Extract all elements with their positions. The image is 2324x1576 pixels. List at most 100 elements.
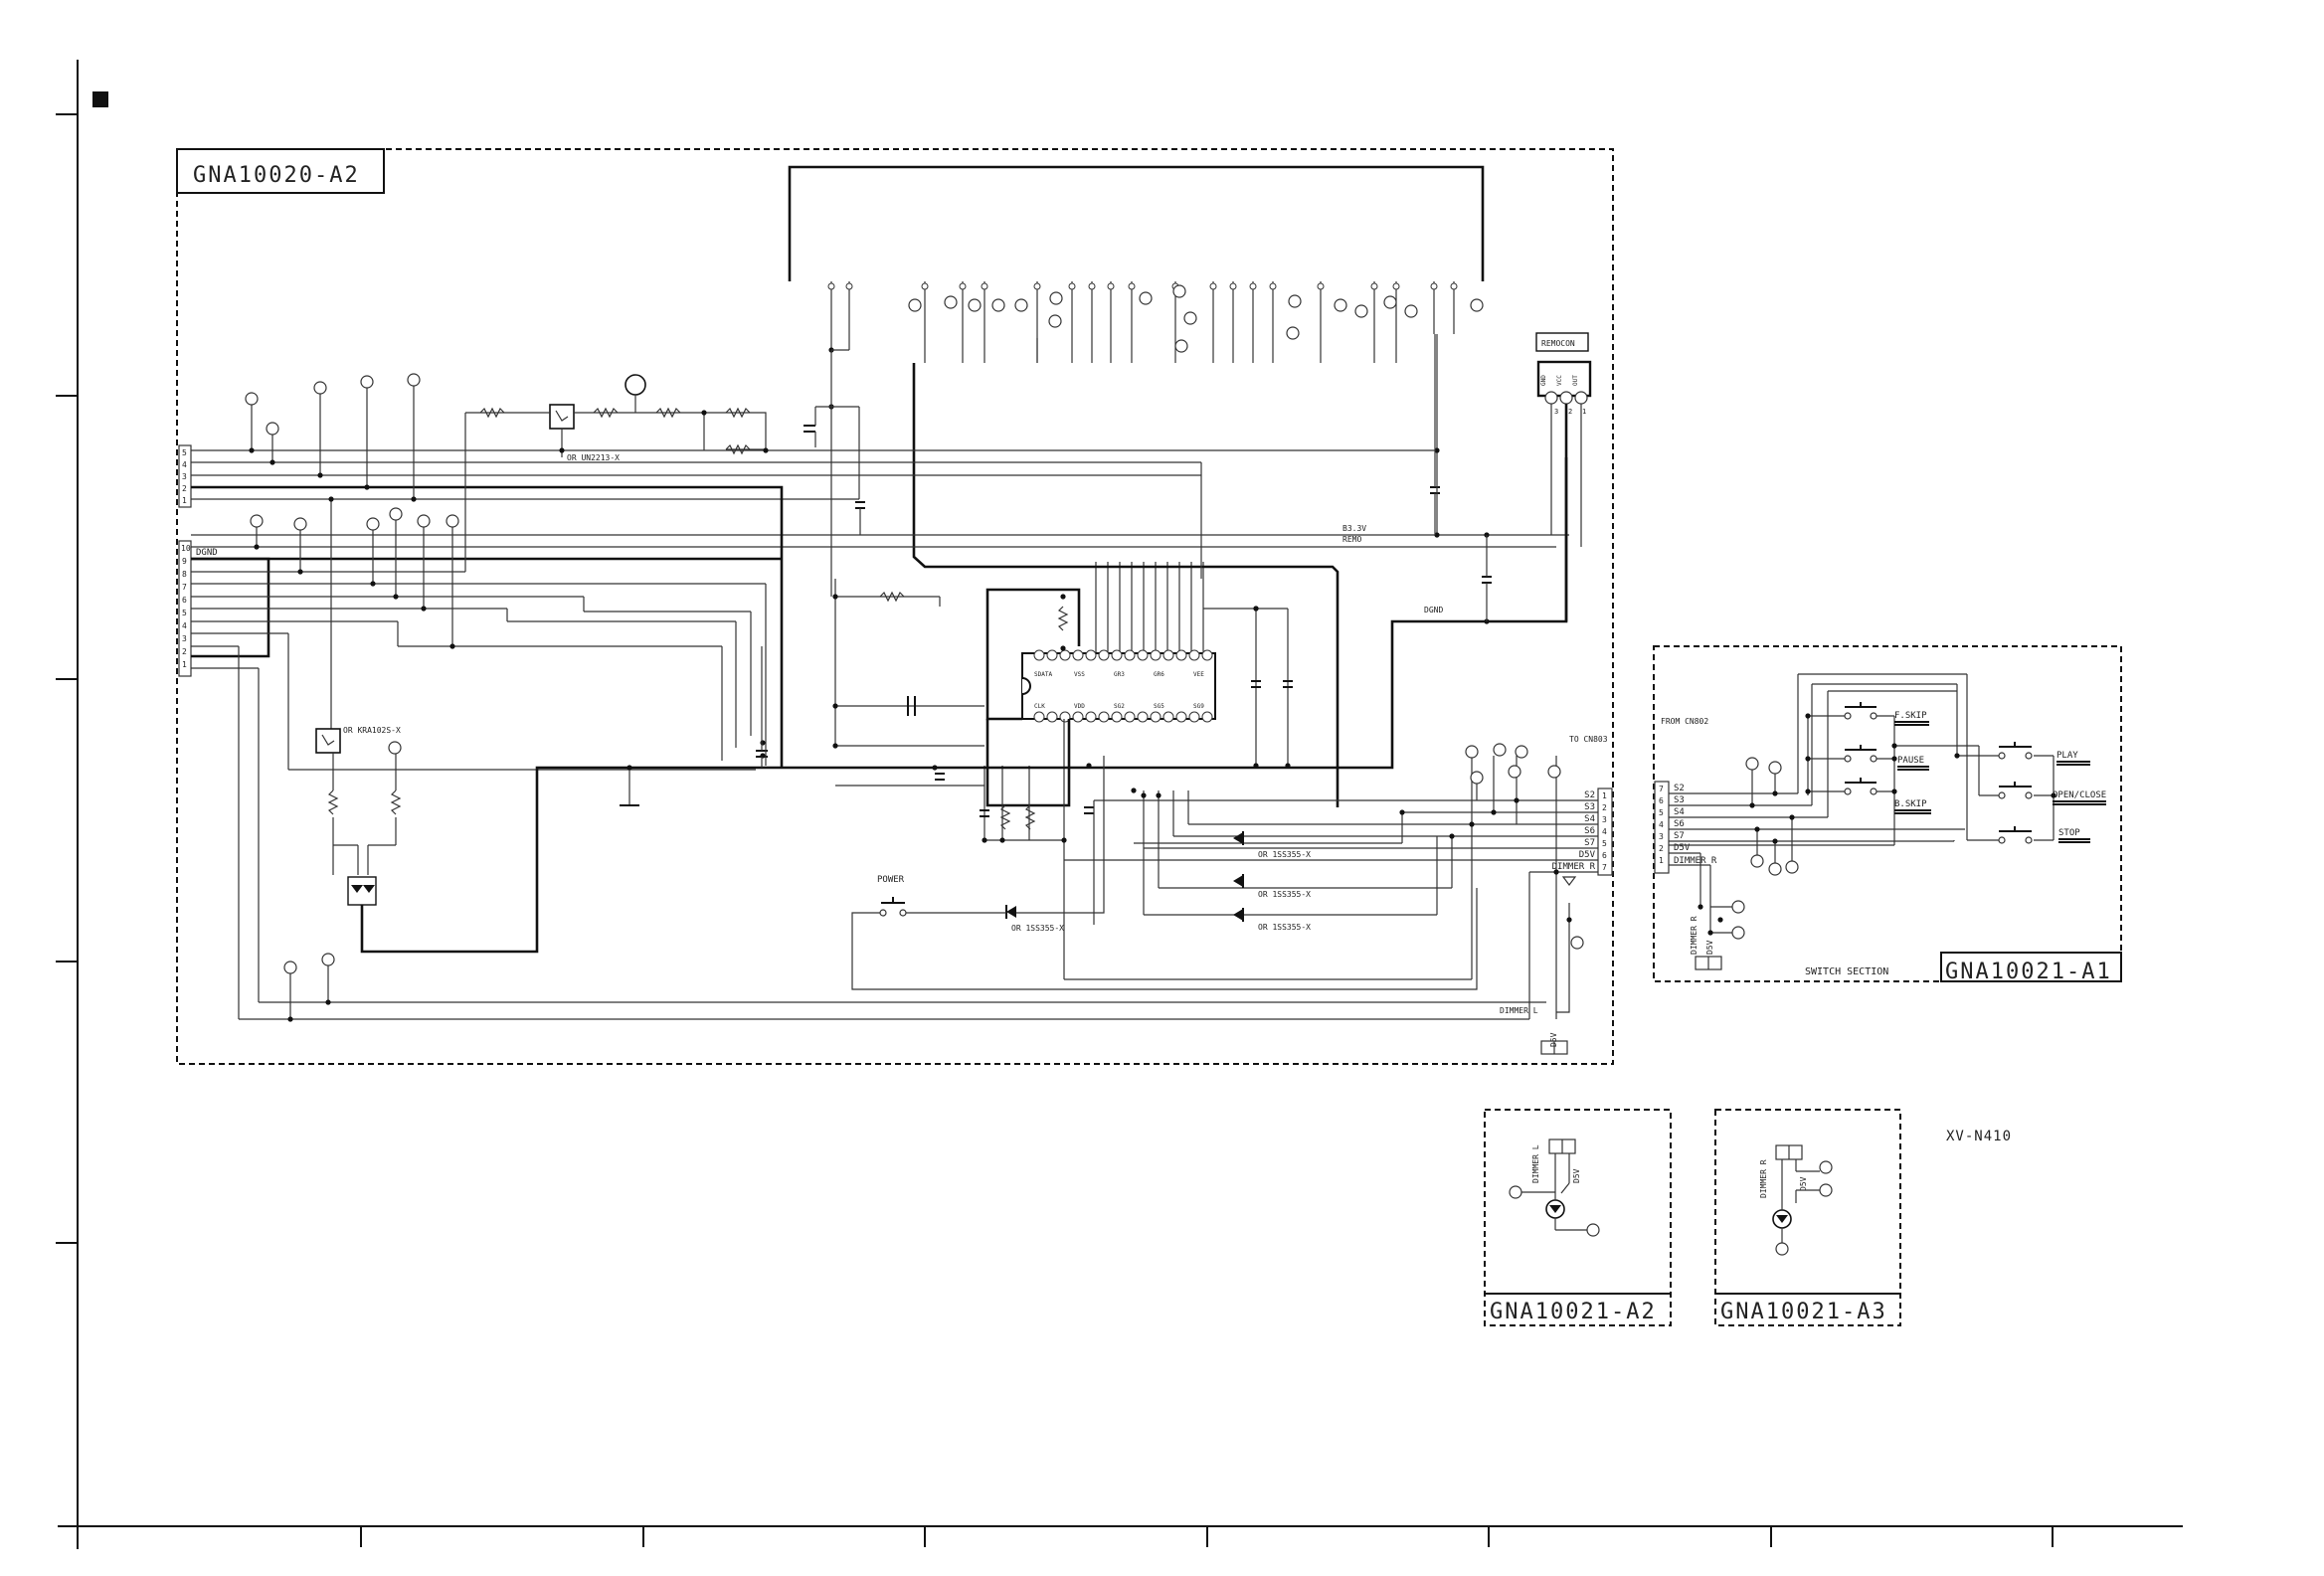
ic-pin-bottom: CLK xyxy=(1034,703,1045,710)
transistor-q2 xyxy=(625,374,646,413)
remocon-num: 3 xyxy=(1554,408,1558,416)
dimmer-r-sw-label: DIMMER R xyxy=(1690,916,1698,955)
signal-label: DIMMER R xyxy=(1674,856,1717,866)
pin-label: 8 xyxy=(182,570,187,579)
transistor1-label: OR UN2213-X xyxy=(567,453,620,462)
led-pair-icon xyxy=(347,876,377,906)
d5v-sw-label: D5V xyxy=(1705,940,1714,955)
diode3-label: OR 1SS355-X xyxy=(1258,923,1311,932)
signal-label: S2 xyxy=(1674,784,1685,793)
transistor2-label: OR KRA102S-X xyxy=(343,726,401,735)
remocon-pin: VCC xyxy=(1556,375,1563,386)
led-dimmer-l-icon xyxy=(1545,1199,1565,1219)
from-cn802-label: FROM CN802 xyxy=(1661,717,1708,726)
d5v-main-label: D5V xyxy=(1549,1032,1558,1047)
diode2-label: OR 1SS355-X xyxy=(1258,890,1311,899)
left-connector-bottom: 10 9 8 7 6 5 4 3 2 1 DGND xyxy=(178,540,218,677)
remocon-label: REMOCON xyxy=(1541,339,1575,348)
pin-label: 5 xyxy=(1659,808,1664,817)
switch-bskip-icon: B.SKIP xyxy=(1844,778,1927,809)
connector-cn802: 7 6 5 4 3 2 1 S2 S3 S4 S6 S7 D5V DIMMER … xyxy=(1654,781,1717,874)
dimmer-r-board-label: GNA10021-A3 xyxy=(1720,1300,1887,1324)
diode4-label: OR 1SS355-X xyxy=(1011,924,1064,933)
pin-label: 3 xyxy=(182,472,187,481)
signal-label: S3 xyxy=(1674,795,1685,805)
pin-label: 5 xyxy=(182,609,187,617)
switch-play-icon: PLAY xyxy=(1998,742,2078,761)
dimmer-l-board-label: GNA10021-A2 xyxy=(1490,1300,1657,1324)
diode1-label: OR 1SS355-X xyxy=(1258,850,1311,859)
transistor-q3: OR KRA102S-X xyxy=(315,726,401,754)
pin-label: 2 xyxy=(1659,844,1664,853)
ic-pin-top: GR3 xyxy=(1114,671,1125,678)
dimmer-l-board: GNA10021-A2 DIMMER L D5V xyxy=(1484,1109,1672,1326)
ic-pin-top: SDATA xyxy=(1034,671,1052,678)
signal-label: S6 xyxy=(1584,826,1595,836)
pin-label: 9 xyxy=(182,557,187,566)
ic-pin-top: VEE xyxy=(1193,671,1204,678)
openclose-label: OPEN/CLOSE xyxy=(2053,790,2106,800)
bskip-label: B.SKIP xyxy=(1894,799,1927,809)
pin-label: 4 xyxy=(1602,827,1607,836)
pin-label: 4 xyxy=(1659,820,1664,829)
signal-label: D5V xyxy=(1579,850,1596,860)
remo-label: REMO xyxy=(1342,535,1361,544)
pause-label: PAUSE xyxy=(1897,756,1924,766)
pin-label: 10 xyxy=(181,544,191,553)
pin-label: 4 xyxy=(182,621,187,630)
main-board: GNA10020-A2 xyxy=(176,148,1614,1065)
signal-label: S7 xyxy=(1584,838,1595,848)
pin-label: 3 xyxy=(182,634,187,643)
switch-board-label: GNA10021-A1 xyxy=(1945,960,2112,984)
d5v-l-label: D5V xyxy=(1572,1168,1581,1183)
power-label: POWER xyxy=(877,875,905,885)
ic-pin-bottom: SG2 xyxy=(1114,703,1125,710)
led-dimmer-r-icon xyxy=(1772,1209,1792,1229)
fskip-label: F.SKIP xyxy=(1894,711,1927,721)
dimmer-l-main-label: DIMMER L xyxy=(1500,1006,1538,1015)
pin-label: 2 xyxy=(1602,803,1607,812)
ic-pin-bottom: SG9 xyxy=(1193,703,1204,710)
switch-pause-icon: PAUSE xyxy=(1844,745,1924,766)
pin-label: 2 xyxy=(182,484,187,493)
pin-label: 3 xyxy=(1602,815,1607,824)
model-label: XV-N410 xyxy=(1946,1129,2012,1144)
signal-label: S7 xyxy=(1674,831,1685,841)
diode-d1-icon: OR 1SS355-X xyxy=(1233,831,1311,859)
transistor-q1: OR UN2213-X xyxy=(549,404,620,462)
vfd-driver-ic: SDATA VSS GR3 GR6 VEE CLK VDD SG2 SG5 SG… xyxy=(1021,649,1216,723)
ic-pin-bottom: SG5 xyxy=(1154,703,1164,710)
pin-label: 6 xyxy=(1659,796,1664,805)
switch-board: GNA10021-A1 SWITCH SECTION FROM CN802 7 … xyxy=(1653,645,2122,984)
dimmer-r-label: DIMMER R xyxy=(1759,1159,1768,1198)
remocon-pin: OUT xyxy=(1572,375,1579,386)
pin-label: 3 xyxy=(1659,832,1664,841)
pin-label: 1 xyxy=(1602,791,1607,800)
diode-d2-icon: OR 1SS355-X xyxy=(1233,874,1311,899)
diode-d4-icon: OR 1SS355-X xyxy=(1005,905,1064,933)
pin-label: 1 xyxy=(1659,856,1664,865)
pin-label: 5 xyxy=(1602,839,1607,848)
ic-pin-top: GR6 xyxy=(1154,671,1164,678)
switch-openclose-icon: OPEN/CLOSE xyxy=(1998,782,2106,800)
switch-fskip-icon: F.SKIP xyxy=(1844,702,1927,721)
signal-label: S3 xyxy=(1584,802,1595,812)
pin-label: 7 xyxy=(1602,863,1607,872)
dimmer-r-board: GNA10021-A3 DIMMER R D5V xyxy=(1714,1109,1901,1326)
signal-label: D5V xyxy=(1674,843,1691,853)
antenna-icon xyxy=(1561,876,1577,886)
section-marker-icon xyxy=(92,91,108,107)
diode-d3-icon: OR 1SS355-X xyxy=(1233,908,1311,932)
remocon-module: REMOCON GND VCC OUT 3 2 1 xyxy=(1535,332,1592,416)
pin-label: 4 xyxy=(182,460,187,469)
dimmer-l-label: DIMMER L xyxy=(1531,1144,1540,1183)
stop-label: STOP xyxy=(2058,828,2080,838)
pin-label: 1 xyxy=(182,496,187,505)
main-board-label: GNA10020-A2 xyxy=(193,163,360,188)
signal-label: S4 xyxy=(1674,807,1685,817)
dgnd-label: DGND xyxy=(196,548,218,558)
switch-stop-icon: STOP xyxy=(1998,826,2080,844)
pin-label: 1 xyxy=(182,660,187,669)
pin-label: 6 xyxy=(182,596,187,605)
